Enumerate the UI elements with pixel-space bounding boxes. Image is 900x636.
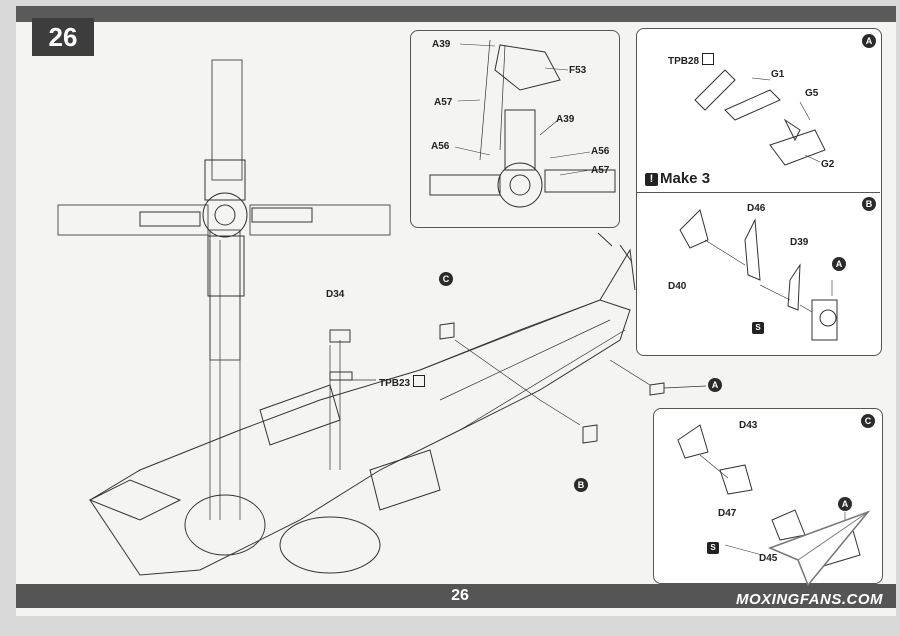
fuselage-drawing: [88, 232, 636, 576]
label-a39-top: A39: [432, 39, 451, 50]
label-f53: F53: [569, 65, 587, 76]
subassembly-c-panel: [653, 408, 883, 584]
label-a57-left: A57: [434, 97, 453, 108]
label-d40: D40: [668, 281, 687, 292]
step-number: 26: [32, 18, 94, 56]
make-3-note: !Make 3: [645, 170, 710, 187]
callout-a: A: [708, 378, 722, 392]
label-g2: G2: [821, 159, 835, 170]
label-d45: D45: [759, 553, 778, 564]
label-d47: D47: [718, 508, 737, 519]
label-tpb23: TPB23: [379, 375, 425, 389]
label-d43: D43: [739, 420, 758, 431]
clear-part-icon: [701, 53, 714, 65]
badge-b: B: [862, 197, 876, 211]
badge-c: C: [861, 414, 875, 428]
footer-band: [16, 584, 896, 608]
top-band: [16, 6, 896, 22]
label-g5: G5: [805, 88, 819, 99]
label-d46: D46: [747, 203, 766, 214]
label-tpb28: TPB28: [668, 53, 714, 67]
clear-part-icon: [412, 375, 425, 387]
label-d34: D34: [326, 289, 345, 300]
label-a56-left: A56: [431, 141, 450, 152]
main-rotor-drawing: [57, 59, 391, 520]
exclamation-icon: !: [645, 173, 658, 186]
glue-icon-c: S: [707, 542, 719, 554]
label-d39: D39: [790, 237, 809, 248]
panel-divider: [637, 192, 880, 193]
callout-b: B: [574, 478, 588, 492]
watermark: MOXINGFANS.COM: [736, 591, 884, 608]
label-a39-right: A39: [556, 114, 575, 125]
badge-c-sub-a: A: [838, 497, 852, 511]
badge-a: A: [862, 34, 876, 48]
badge-b-sub-a: A: [832, 257, 846, 271]
rotor-inset-drawing: [429, 39, 616, 208]
label-a57-right: A57: [591, 165, 610, 176]
rotor-inset-panel: [410, 30, 620, 228]
callout-lines: [329, 322, 707, 470]
glue-icon-b: S: [752, 322, 764, 334]
callout-c: C: [439, 272, 453, 286]
label-g1: G1: [771, 69, 785, 80]
footer-page-number: 26: [451, 587, 469, 604]
label-a56-right: A56: [591, 146, 610, 157]
